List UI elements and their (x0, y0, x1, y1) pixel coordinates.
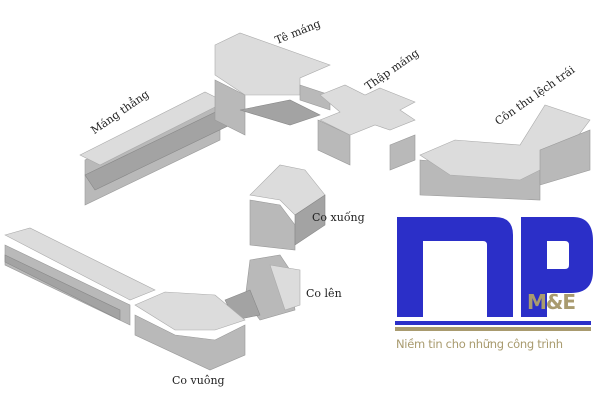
reducer-tray (419, 104, 591, 201)
up-elbow (224, 254, 301, 321)
label-co-vuong: Co vuông (172, 374, 225, 387)
label-co-xuong: Co xuống (312, 211, 365, 224)
label-co-len: Co lên (306, 287, 342, 300)
logo-suffix: M&E (527, 290, 576, 314)
straight-tray (79, 91, 231, 206)
flat-elbow (134, 291, 246, 371)
down-elbow (249, 164, 326, 251)
tee-tray (214, 32, 331, 136)
cross-tray (317, 84, 416, 171)
np-logo-mark (395, 217, 593, 331)
long-straight-tray (4, 227, 156, 326)
logo-tagline: Niềm tin cho những công trình (396, 337, 563, 351)
